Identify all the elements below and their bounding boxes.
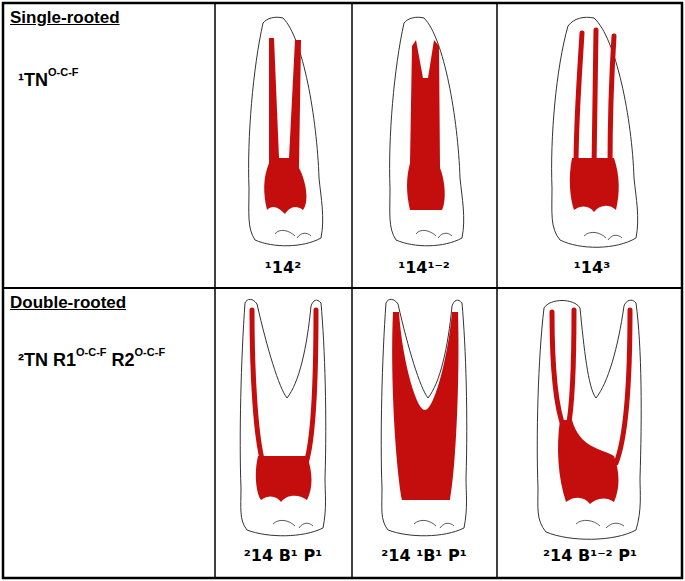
tooth-illustration [249, 17, 323, 246]
tooth-illustration [537, 300, 641, 539]
tooth-code: ¹14² [203, 258, 363, 277]
formula-text: ²TN R1 [18, 350, 76, 371]
tooth-illustration [390, 17, 464, 246]
grid-line [3, 287, 682, 289]
grid-line [496, 3, 498, 578]
formula: ¹TNO-C-F [18, 70, 79, 91]
tooth-code: ²14 ¹B¹ P¹ [344, 546, 504, 565]
tooth-illustration [381, 299, 467, 535]
formula-superscript: O-C-F [135, 346, 166, 358]
tooth-code: ²14 B¹⁻² P¹ [510, 546, 670, 565]
formula: ²TN R1O-C-FR2O-C-F [18, 350, 165, 371]
formula-superscript: O-C-F [48, 66, 79, 78]
tooth-code: ¹14³ [512, 258, 672, 277]
formula-superscript: O-C-F [76, 346, 107, 358]
formula-text: R2 [112, 350, 135, 371]
grid-line [214, 3, 216, 578]
grid-line [351, 3, 353, 578]
row-heading: Single-rooted [10, 8, 120, 28]
formula-text: ¹TN [18, 70, 48, 91]
tooth-illustration [240, 299, 326, 535]
tooth-code: ²14 B¹ P¹ [203, 546, 363, 565]
row-heading: Double-rooted [10, 293, 126, 313]
tooth-illustration [552, 17, 638, 247]
tooth-code: ¹14¹⁻² [344, 258, 504, 277]
table-border [3, 3, 682, 578]
